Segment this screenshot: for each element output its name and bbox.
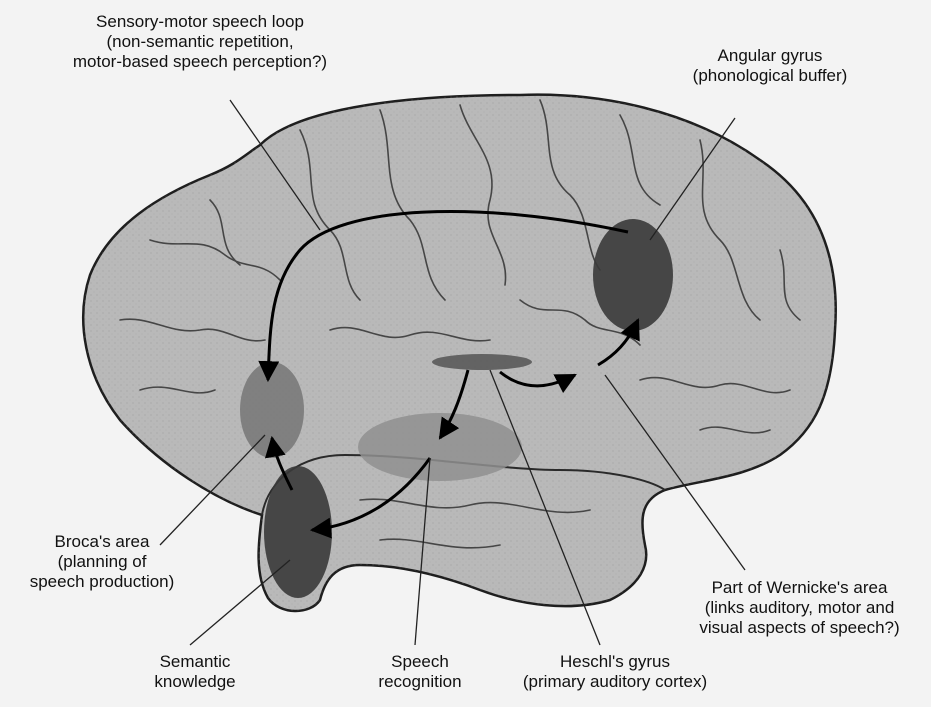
label-broca-area: Broca's area (planning of speech product… bbox=[2, 532, 202, 592]
label-angular-gyrus: Angular gyrus (phonological buffer) bbox=[660, 46, 880, 86]
label-sensory-motor-loop: Sensory-motor speech loop (non-semantic … bbox=[50, 12, 350, 72]
label-speech-recognition: Speech recognition bbox=[355, 652, 485, 692]
speech-recognition-region bbox=[358, 413, 522, 481]
label-heschl-gyrus: Heschl's gyrus (primary auditory cortex) bbox=[490, 652, 740, 692]
heschl-gyrus-region bbox=[432, 354, 532, 370]
label-wernicke-area: Part of Wernicke's area (links auditory,… bbox=[672, 578, 927, 638]
label-semantic-knowledge: Semantic knowledge bbox=[130, 652, 260, 692]
angular-gyrus-region bbox=[593, 219, 673, 331]
semantic-region bbox=[264, 466, 332, 598]
